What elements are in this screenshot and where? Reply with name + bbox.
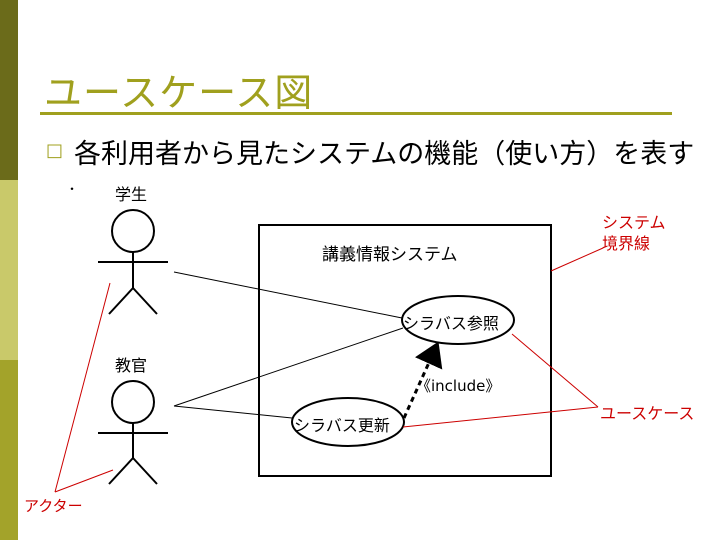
- bullet-text: 各利用者から見たシステムの機能（使い方）を表す: [74, 139, 695, 170]
- annotation-use-case: ユースケース: [600, 404, 695, 423]
- pointer-actor-student: [54, 282, 111, 493]
- actor-student-figure: [98, 209, 168, 315]
- association-student-view: [173, 271, 403, 319]
- square-bullet-icon: □: [46, 140, 64, 161]
- sidebar-band-middle: [0, 180, 18, 360]
- use-case-update-syllabus: [291, 397, 405, 447]
- sidebar-band-top: [0, 0, 18, 180]
- use-case-label-view: シラバス参照: [403, 314, 499, 333]
- pointer-actor-teacher: [54, 469, 114, 493]
- use-case-label-update: シラバス更新: [294, 416, 390, 435]
- annotation-actor: アクター: [24, 497, 83, 515]
- annotation-system-boundary-line1: システム: [602, 213, 666, 232]
- actor-teacher-figure: [98, 380, 168, 485]
- include-dependency-arrow: [402, 341, 443, 419]
- association-teacher-view: [173, 327, 404, 407]
- slide-title: ユースケース図: [44, 71, 314, 115]
- annotation-system-boundary-line2: 境界線: [602, 234, 651, 253]
- pointer-use-case-view: [511, 333, 599, 408]
- use-case-view-syllabus: [401, 295, 515, 345]
- actor-label-student: 学生: [115, 185, 148, 204]
- sub-bullet-dot: ・: [66, 182, 79, 196]
- sidebar-band-bottom: [0, 360, 18, 540]
- include-label: 《include》: [416, 377, 501, 395]
- pointer-system-boundary: [550, 247, 604, 272]
- pointer-use-case-update: [402, 406, 599, 428]
- title-underline: [40, 112, 672, 115]
- system-boundary: [258, 224, 552, 477]
- association-teacher-update: [173, 405, 293, 419]
- system-name-label: 講義情報システム: [322, 245, 458, 265]
- actor-label-teacher: 教官: [115, 356, 148, 375]
